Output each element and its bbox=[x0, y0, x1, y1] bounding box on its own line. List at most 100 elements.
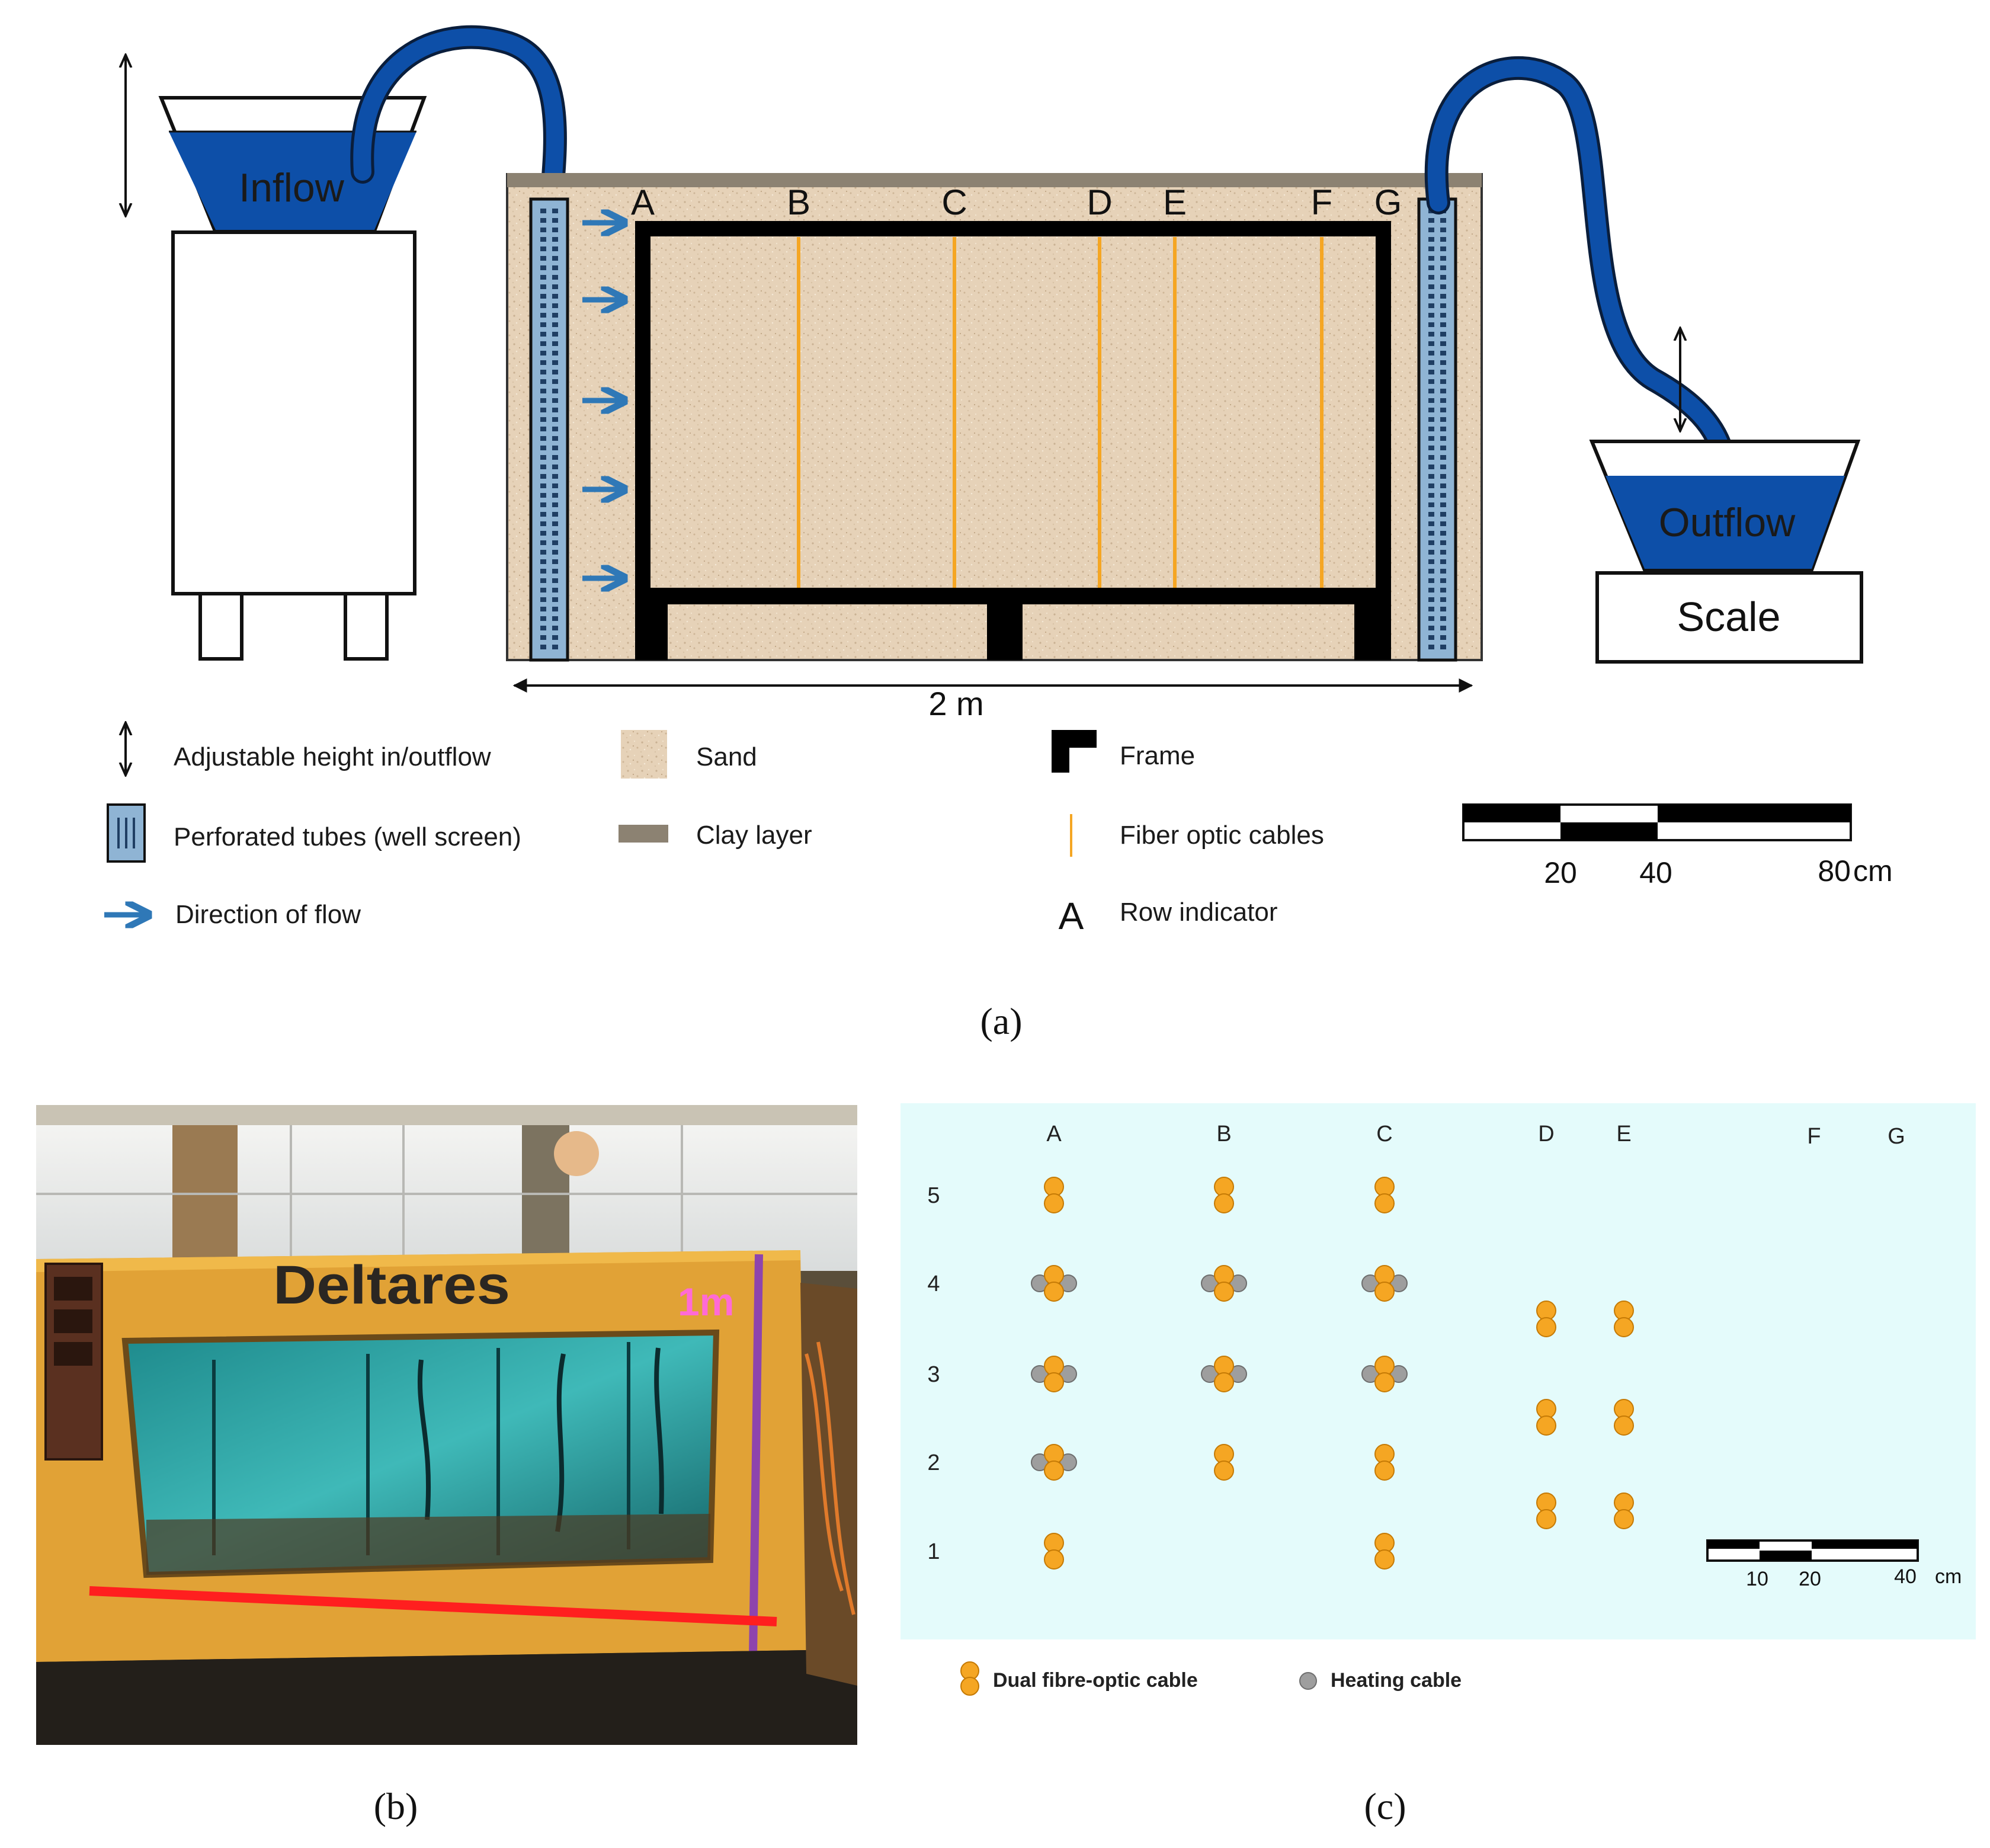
dual-fibre-marker bbox=[1044, 1265, 1064, 1302]
dual-fibre-marker bbox=[1044, 1444, 1064, 1481]
dual-fibre-marker bbox=[1214, 1177, 1234, 1213]
height-marker-line bbox=[749, 1254, 763, 1657]
scale-label: Scale bbox=[1677, 594, 1780, 640]
dual-fibre-marker bbox=[1374, 1444, 1395, 1481]
heating-cable-marker bbox=[1031, 1365, 1077, 1383]
heating-cable-marker bbox=[1031, 1453, 1077, 1471]
dual-fibre-marker bbox=[1374, 1265, 1395, 1302]
column-label: E bbox=[1616, 1122, 1631, 1146]
outflow-label: Outflow bbox=[1659, 500, 1796, 545]
row-letter: G bbox=[1374, 182, 1402, 222]
perforated-tube-right bbox=[1417, 197, 1457, 662]
dual-fibre-marker bbox=[1044, 1533, 1064, 1570]
dual-fibre-marker bbox=[1214, 1444, 1234, 1481]
column-label: F bbox=[1807, 1124, 1821, 1149]
row-letter: C bbox=[941, 182, 967, 222]
weighing-scale: Scale bbox=[1595, 571, 1863, 664]
legend-fiber-optic-cables: Fiber optic cables bbox=[1120, 821, 1324, 850]
height-marker-label: 1m bbox=[678, 1280, 734, 1324]
legend-dual-fibre: Dual fibre-optic cable bbox=[993, 1669, 1198, 1692]
legend-perforated-tubes: Perforated tubes (well screen) bbox=[174, 822, 521, 851]
scalebar-a-unit: cm bbox=[1853, 854, 1893, 888]
flow-arrows bbox=[582, 223, 625, 578]
legend-row-indicator: Row indicator bbox=[1120, 898, 1278, 927]
row-label: 2 bbox=[927, 1450, 940, 1475]
scalebar-a-tick-20: 20 bbox=[1544, 856, 1577, 889]
frame-icon bbox=[1052, 730, 1097, 773]
column-label: D bbox=[1538, 1122, 1554, 1146]
dual-fibre-marker bbox=[1044, 1177, 1064, 1213]
row-letter: B bbox=[787, 182, 810, 222]
dual-fibre-marker bbox=[1374, 1533, 1395, 1570]
row-letter: A bbox=[631, 182, 655, 222]
dual-fibre-marker bbox=[1214, 1356, 1234, 1392]
dual-fibre-marker bbox=[1614, 1399, 1634, 1436]
column-label: G bbox=[1888, 1124, 1905, 1149]
caption-a: (a) bbox=[980, 1000, 1022, 1042]
sand-tank: A B C D E F G bbox=[506, 173, 1483, 662]
row-letter: F bbox=[1311, 182, 1333, 222]
legend-direction-of-flow: Direction of flow bbox=[175, 900, 361, 929]
scalebar-c-tick-10: 10 bbox=[1746, 1568, 1768, 1590]
legend-panel-c: Dual fibre-optic cable Heating cable bbox=[960, 1661, 1462, 1696]
inflow-label: Inflow bbox=[239, 165, 345, 210]
inflow-basin: Inflow bbox=[158, 96, 427, 233]
dual-fibre-marker bbox=[1614, 1493, 1634, 1529]
dual-fibre-marker bbox=[1614, 1301, 1634, 1337]
scalebar-a-tick-80: 80 bbox=[1818, 854, 1851, 888]
legend-clay-layer: Clay layer bbox=[696, 821, 812, 850]
row-letters: A B C D E F G bbox=[631, 182, 1402, 222]
perforated-tube-icon bbox=[107, 803, 146, 863]
inflow-stand bbox=[171, 230, 416, 661]
brand-text: Deltares bbox=[273, 1255, 510, 1315]
heating-cable-marker bbox=[1201, 1365, 1247, 1383]
panel-b-photo: Deltares 1m 2m bbox=[36, 1105, 857, 1745]
legend-sand: Sand bbox=[696, 742, 757, 771]
heating-cable-marker bbox=[1361, 1365, 1408, 1383]
dual-fibre-marker bbox=[1536, 1301, 1556, 1337]
row-label: 1 bbox=[927, 1539, 940, 1564]
heating-cable-marker bbox=[1361, 1274, 1408, 1292]
clay-layer bbox=[507, 173, 1482, 187]
row-label: 4 bbox=[927, 1271, 940, 1296]
dual-fibre-marker bbox=[1536, 1493, 1556, 1529]
outflow-basin: Outflow bbox=[1589, 440, 1861, 572]
width-dimension-label: 2 m bbox=[928, 685, 983, 722]
legend-panel-a: Adjustable height in/outflow Perforated … bbox=[104, 724, 1324, 937]
clay-swatch bbox=[619, 825, 668, 843]
dual-fibre-marker bbox=[1374, 1356, 1395, 1392]
caption-b: (b) bbox=[374, 1785, 418, 1827]
legend-frame: Frame bbox=[1120, 741, 1195, 770]
dual-fibre-marker bbox=[1536, 1399, 1556, 1436]
scalebar-a-tick-40: 40 bbox=[1639, 856, 1672, 889]
row-letter: D bbox=[1087, 182, 1112, 222]
heating-cable-marker bbox=[1031, 1274, 1077, 1292]
column-labels: A B C D E F G bbox=[1046, 1122, 1905, 1149]
column-label: B bbox=[1216, 1122, 1231, 1146]
perforated-tube-left bbox=[529, 197, 569, 662]
dual-fibre-marker bbox=[1374, 1177, 1395, 1213]
cable-positions bbox=[1031, 1177, 1634, 1570]
row-letter: E bbox=[1163, 182, 1187, 222]
sand-swatch bbox=[621, 730, 667, 779]
scalebar-c-unit: cm bbox=[1935, 1565, 1962, 1588]
caption-c: (c) bbox=[1364, 1785, 1406, 1827]
windows bbox=[36, 1123, 857, 1271]
legend-heating: Heating cable bbox=[1331, 1669, 1462, 1692]
scalebar-c: 10 20 40 cm bbox=[1706, 1539, 1962, 1590]
hanging-lamp bbox=[554, 1131, 599, 1176]
heating-cable-marker bbox=[1201, 1274, 1247, 1292]
row-label: 3 bbox=[927, 1362, 940, 1387]
dual-fibre-marker bbox=[1044, 1356, 1064, 1392]
column-label: C bbox=[1376, 1122, 1392, 1146]
width-marker-line bbox=[89, 1586, 777, 1626]
panel-a-schematic: Inflow bbox=[104, 25, 1893, 1042]
column-label: A bbox=[1046, 1122, 1062, 1146]
fiber-optic-cables bbox=[797, 237, 1324, 588]
row-labels: 5 4 3 2 1 bbox=[927, 1183, 940, 1564]
panel-c-cable-layout: A B C D E F G 5 4 3 2 1 10 20 40 cm Dual fibre-opt… bbox=[901, 1103, 1976, 1827]
dual-fibre-marker bbox=[1214, 1265, 1234, 1302]
row-label: 5 bbox=[927, 1183, 940, 1208]
row-indicator-glyph: A bbox=[1059, 895, 1084, 937]
dual-fibre-icon bbox=[960, 1661, 979, 1696]
